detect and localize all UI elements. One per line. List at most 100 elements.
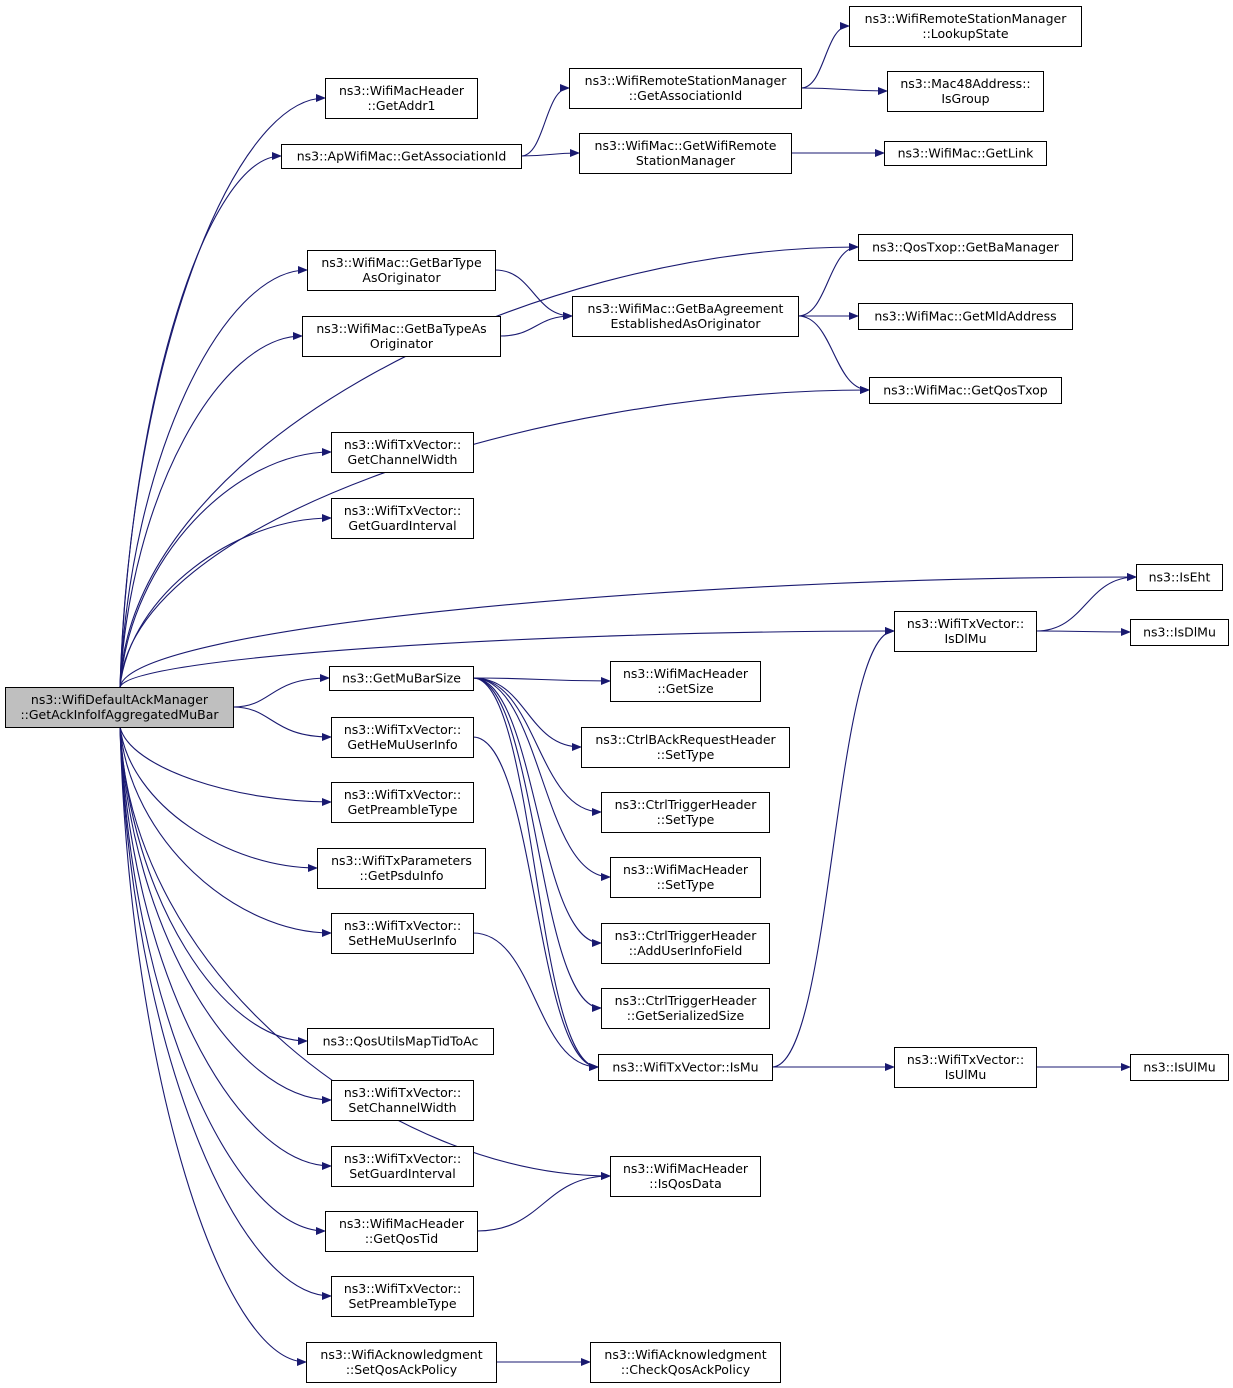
node-box	[302, 316, 501, 357]
node-rsmgetassoc[interactable]: ns3::WifiRemoteStationManager::GetAssoci…	[569, 68, 802, 109]
edge-getmubarsize-to-machdrsettype	[472, 677, 611, 881]
node-label-line: ns3::WifiMac::GetBaTypeAs	[316, 321, 486, 336]
node-box	[331, 1276, 474, 1317]
node-box	[331, 1146, 474, 1187]
edge-root-to-sethemuuserinfo	[119, 726, 332, 937]
edge-root-to-isqosdata	[119, 726, 611, 1180]
node-box	[894, 1047, 1037, 1088]
node-ctrlbarsettype[interactable]: ns3::CtrlBAckRequestHeader::SetType	[581, 727, 790, 768]
node-label-line: ns3::WifiMac::GetBaAgreement	[588, 301, 784, 316]
node-getqostid[interactable]: ns3::WifiMacHeader::GetQosTid	[325, 1211, 478, 1252]
node-getmldaddress[interactable]: ns3::WifiMac::GetMldAddress	[858, 303, 1073, 330]
node-getaddr1[interactable]: ns3::WifiMacHeader::GetAddr1	[325, 78, 478, 119]
node-box	[610, 661, 761, 702]
node-box	[281, 144, 522, 169]
node-label-line: ns3::WifiMacHeader	[623, 862, 749, 877]
node-getlink[interactable]: ns3::WifiMac::GetLink	[884, 141, 1047, 166]
node-isdlmu[interactable]: ns3::IsDlMu	[1130, 619, 1229, 646]
node-setchannelwidth[interactable]: ns3::WifiTxVector::SetChannelWidth	[331, 1080, 474, 1121]
edge-root-to-apgetassoc	[119, 152, 282, 688]
node-getpreambletype[interactable]: ns3::WifiTxVector::GetPreambleType	[331, 782, 474, 823]
edge-getqostid-to-isqosdata	[476, 1172, 611, 1232]
node-getmubarsize[interactable]: ns3::GetMuBarSize	[329, 666, 474, 691]
node-setguardinterval[interactable]: ns3::WifiTxVector::SetGuardInterval	[331, 1146, 474, 1187]
node-box	[849, 6, 1082, 47]
node-ctrltrigsettype[interactable]: ns3::CtrlTriggerHeader::SetType	[601, 792, 770, 833]
node-box	[610, 857, 761, 898]
node-label-line: ns3::CtrlTriggerHeader	[615, 928, 758, 943]
node-box	[331, 1080, 474, 1121]
node-box	[331, 432, 474, 473]
node-label-line: ns3::WifiTxVector::	[344, 437, 461, 452]
node-box	[869, 377, 1062, 404]
node-label-line: ns3::WifiMac::GetBarType	[321, 255, 482, 270]
nodes-layer: ns3::WifiDefaultAckManager::GetAckInfoIf…	[5, 6, 1229, 1383]
node-getguardinterval[interactable]: ns3::WifiTxVector::GetGuardInterval	[331, 498, 474, 539]
node-isulmu_v[interactable]: ns3::WifiTxVector::IsUlMu	[894, 1047, 1037, 1088]
node-machdrgetsize[interactable]: ns3::WifiMacHeader::GetSize	[610, 661, 761, 702]
node-root[interactable]: ns3::WifiDefaultAckManager::GetAckInfoIf…	[5, 687, 234, 728]
node-machdrsettype[interactable]: ns3::WifiMacHeader::SetType	[610, 857, 761, 898]
node-label-line: ::GetAssociationId	[629, 88, 743, 103]
edge-apgetassoc-to-getwifiremote	[520, 149, 580, 158]
node-label-line: ::SetQosAckPolicy	[346, 1362, 458, 1377]
node-adduserinfofield[interactable]: ns3::CtrlTriggerHeader::AddUserInfoField	[601, 923, 770, 964]
edge-getmubarsize-to-ismu	[472, 677, 599, 1071]
node-checkqosackpolicy[interactable]: ns3::WifiAcknowledgment::CheckQosAckPoli…	[590, 1342, 781, 1383]
node-label-line: ns3::WifiTxVector::	[344, 1085, 461, 1100]
node-iseht[interactable]: ns3::IsEht	[1136, 564, 1223, 591]
node-apgetassoc[interactable]: ns3::ApWifiMac::GetAssociationId	[281, 144, 522, 169]
node-label-line: ns3::QosTxop::GetBaManager	[872, 240, 1060, 255]
node-getchannelwidth[interactable]: ns3::WifiTxVector::GetChannelWidth	[331, 432, 474, 473]
node-mac48isgroup[interactable]: ns3::Mac48Address::IsGroup	[887, 71, 1044, 112]
node-label-line: ::GetSerializedSize	[627, 1008, 745, 1023]
node-label-line: ns3::IsEht	[1149, 570, 1211, 585]
node-label-line: ns3::WifiDefaultAckManager	[31, 692, 209, 707]
node-setpreambletype[interactable]: ns3::WifiTxVector::SetPreambleType	[331, 1276, 474, 1317]
node-rsmlookup[interactable]: ns3::WifiRemoteStationManager::LookupSta…	[849, 6, 1082, 47]
node-label-line: Originator	[370, 336, 434, 351]
node-label-line: GetPreambleType	[348, 802, 458, 817]
node-label-line: ns3::WifiMac::GetWifiRemote	[595, 138, 777, 153]
node-label-line: ns3::WifiMac::GetMldAddress	[874, 309, 1056, 324]
node-label-line: ns3::WifiRemoteStationManager	[585, 73, 788, 88]
node-getwifiremote[interactable]: ns3::WifiMac::GetWifiRemoteStationManage…	[579, 133, 792, 174]
edge-rsmgetassoc-to-rsmlookup	[800, 22, 850, 89]
edge-root-to-iseht	[119, 573, 1137, 688]
edge-root-to-gethemuuserinfo	[232, 706, 332, 741]
node-label-line: ::AddUserInfoField	[629, 943, 743, 958]
node-setqosackpolicy[interactable]: ns3::WifiAcknowledgment::SetQosAckPolicy	[306, 1342, 497, 1383]
node-label-line: ::SetType	[657, 747, 715, 762]
node-label-line: ::CheckQosAckPolicy	[621, 1362, 751, 1377]
edge-getbartype-to-getbaagreement	[494, 269, 573, 320]
node-gethemuuserinfo[interactable]: ns3::WifiTxVector::GetHeMuUserInfo	[331, 717, 474, 758]
node-box	[601, 792, 770, 833]
edge-getbatype-to-getbaagreement	[499, 312, 573, 337]
node-isdlmu_v[interactable]: ns3::WifiTxVector::IsDlMu	[894, 611, 1037, 652]
node-label-line: ns3::IsUlMu	[1143, 1060, 1215, 1075]
node-label-line: GetGuardInterval	[348, 518, 456, 533]
node-sethemuuserinfo[interactable]: ns3::WifiTxVector::SetHeMuUserInfo	[331, 913, 474, 954]
node-getbamanager[interactable]: ns3::QosTxop::GetBaManager	[858, 234, 1073, 261]
node-label-line: ns3::WifiTxVector::IsMu	[612, 1060, 758, 1075]
node-getserializedsize[interactable]: ns3::CtrlTriggerHeader::GetSerializedSiz…	[601, 988, 770, 1029]
node-getpsduinfo[interactable]: ns3::WifiTxParameters::GetPsduInfo	[317, 848, 486, 889]
node-box	[1130, 1054, 1229, 1081]
node-isqosdata[interactable]: ns3::WifiMacHeader::IsQosData	[610, 1156, 761, 1197]
node-getbaagreement[interactable]: ns3::WifiMac::GetBaAgreementEstablishedA…	[572, 296, 799, 337]
node-ismu[interactable]: ns3::WifiTxVector::IsMu	[598, 1054, 773, 1081]
node-box	[307, 250, 496, 291]
node-label-line: ns3::WifiRemoteStationManager	[865, 11, 1068, 26]
edge-getbaagreement-to-getqostxop	[797, 315, 870, 394]
node-label-line: ::IsQosData	[649, 1176, 721, 1191]
node-isulmu[interactable]: ns3::IsUlMu	[1130, 1054, 1229, 1081]
node-qosutilsmap[interactable]: ns3::QosUtilsMapTidToAc	[307, 1028, 494, 1055]
node-label-line: ns3::WifiMacHeader	[339, 83, 465, 98]
node-getqostxop[interactable]: ns3::WifiMac::GetQosTxop	[869, 377, 1062, 404]
node-label-line: IsDlMu	[944, 631, 986, 646]
node-box	[601, 923, 770, 964]
node-label-line: AsOriginator	[362, 270, 441, 285]
